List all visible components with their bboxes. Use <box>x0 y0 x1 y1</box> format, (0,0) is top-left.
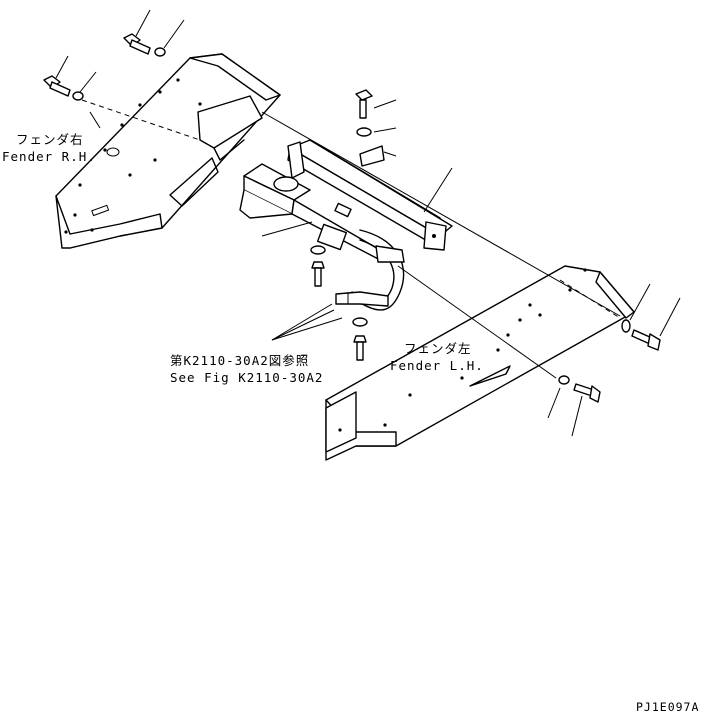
cross-member <box>287 139 453 251</box>
drawing-code: PJ1E097A <box>636 700 700 714</box>
washer-lh-2 <box>547 375 570 419</box>
fender-rh <box>55 53 281 249</box>
bolt-top <box>355 89 397 119</box>
bolt-center-1 <box>311 261 325 287</box>
bolt-rh-2 <box>43 55 71 97</box>
bolt-center-2 <box>353 335 367 361</box>
pipe-fitting <box>335 291 389 307</box>
fender-lh-label-en: Fender L.H. <box>390 358 484 373</box>
washer-rh-1 <box>154 19 185 57</box>
clip-top <box>359 145 397 167</box>
reference-label-jp: 第K2110-30A2図参照 <box>170 353 310 368</box>
center-mount <box>239 163 405 311</box>
washer-rh-2 <box>72 71 97 101</box>
washer-center-2 <box>352 317 368 327</box>
washer-lh-1 <box>621 283 651 333</box>
washer-top <box>356 127 397 137</box>
bolt-lh-2 <box>571 383 601 437</box>
fender-rh-holes <box>64 78 202 234</box>
fender-rh-label-en: Fender R.H. <box>2 149 96 164</box>
fender-lh-label-jp: フェンダ左 <box>404 341 472 356</box>
bolt-rh-1 <box>123 9 151 55</box>
fender-lh <box>325 265 635 461</box>
washer-center-1 <box>310 245 326 255</box>
bolt-lh-1 <box>631 297 681 351</box>
fender-rh-label-jp: フェンダ右 <box>16 132 84 147</box>
reference-label-en: See Fig K2110-30A2 <box>170 370 324 385</box>
